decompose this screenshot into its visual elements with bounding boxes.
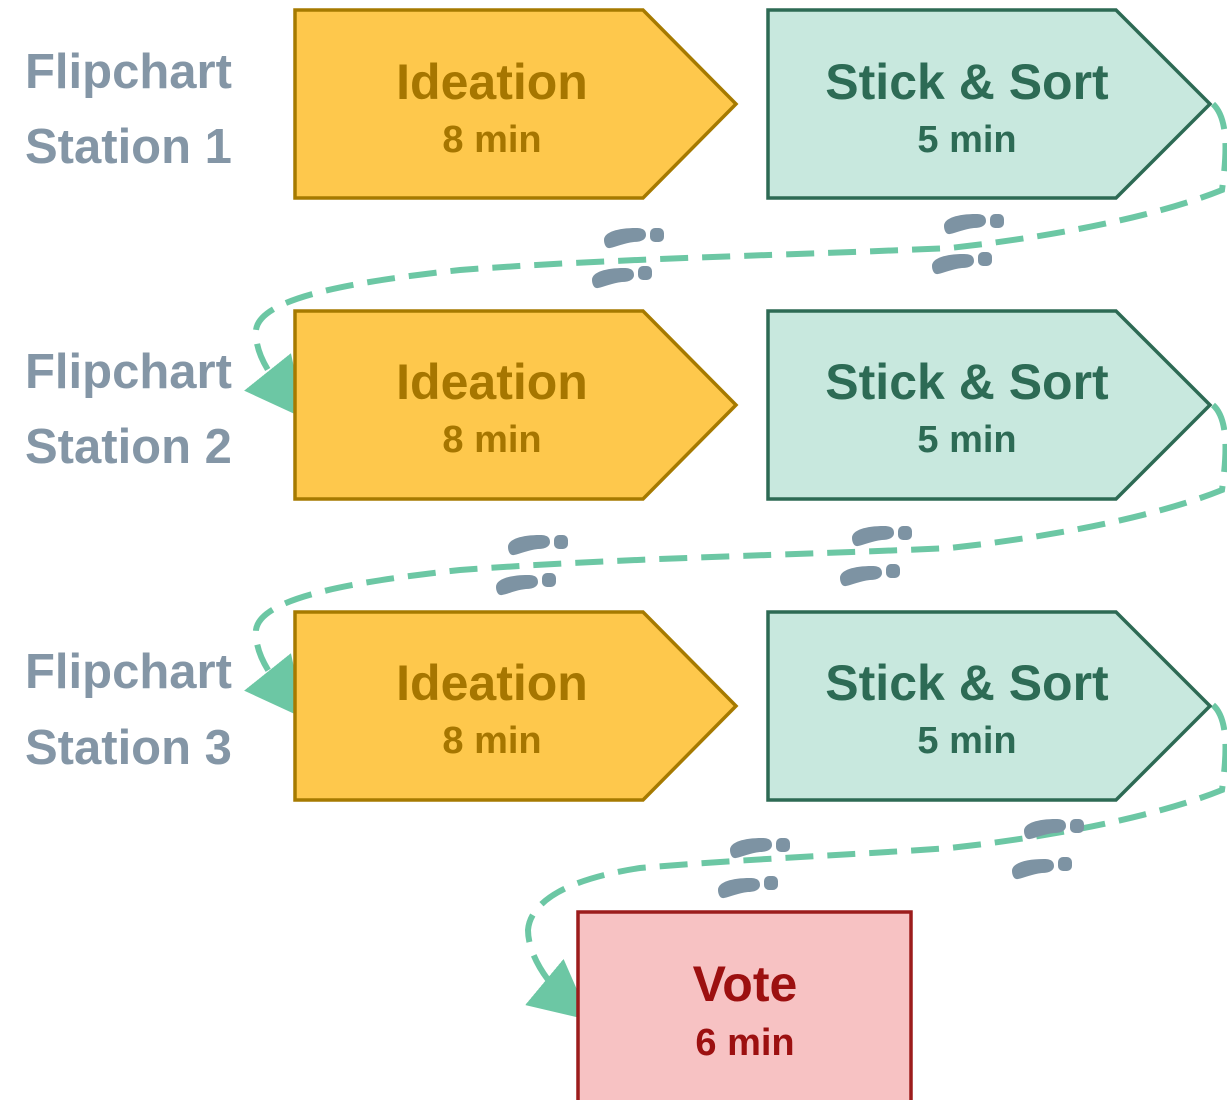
station-1: Flipchart Station 1 Ideation 8 min Stick…: [25, 8, 1213, 200]
ideation-step-box: [293, 309, 739, 501]
walking-path: [244, 101, 1227, 1021]
vote-title: Vote: [693, 956, 798, 1012]
path-station2-to-station3: [244, 402, 1227, 719]
station-3: Flipchart Station 3 Ideation 8 min Stick…: [25, 610, 1213, 802]
vote-step: Vote 6 min: [576, 910, 913, 1100]
ideation-title: Ideation: [396, 354, 588, 410]
footprints-icon: [1012, 819, 1084, 880]
ideation-step-box: [293, 610, 739, 802]
stick-sort-title: Stick & Sort: [825, 655, 1109, 711]
vote-step-box: [576, 910, 913, 1100]
stick-sort-step-box: [766, 309, 1213, 501]
station-label-line1: Flipchart: [25, 45, 232, 99]
ideation-title: Ideation: [396, 655, 588, 711]
stick-sort-time: 5 min: [917, 419, 1016, 461]
stick-sort-step-box: [766, 8, 1213, 200]
vote-time: 6 min: [695, 1022, 794, 1064]
station-label-line2: Station 3: [25, 721, 232, 775]
station-label-line1: Flipchart: [25, 345, 232, 399]
stick-sort-time: 5 min: [917, 720, 1016, 762]
ideation-title: Ideation: [396, 54, 588, 110]
station-2: Flipchart Station 2 Ideation 8 min Stick…: [25, 309, 1213, 501]
stick-sort-title: Stick & Sort: [825, 54, 1109, 110]
station-label-line2: Station 2: [25, 420, 232, 474]
station-label-line1: Flipchart: [25, 645, 232, 699]
footprints-icon: [718, 838, 790, 899]
ideation-time: 8 min: [442, 720, 541, 762]
station-label-line2: Station 1: [25, 120, 232, 174]
ideation-time: 8 min: [442, 119, 541, 161]
footprints-icon: [840, 526, 912, 587]
stick-sort-time: 5 min: [917, 119, 1016, 161]
path-station3-to-vote: [524, 702, 1227, 1021]
stick-sort-step-box: [766, 610, 1213, 802]
path-station1-to-station2: [244, 101, 1227, 419]
stick-sort-title: Stick & Sort: [825, 354, 1109, 410]
ideation-step-box: [293, 8, 739, 200]
ideation-time: 8 min: [442, 419, 541, 461]
